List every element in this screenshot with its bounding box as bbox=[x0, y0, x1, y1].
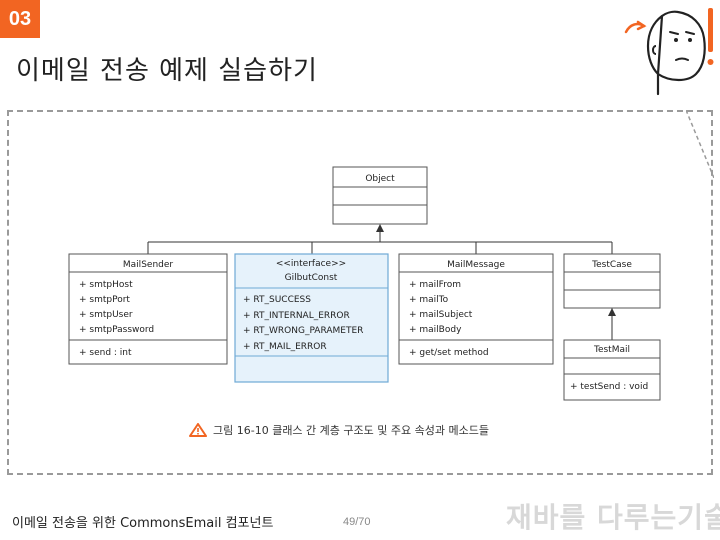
class-name-test-case: TestCase bbox=[591, 260, 632, 270]
constant-rt-mail-error: + RT_MAIL_ERROR bbox=[243, 342, 327, 352]
class-name-mail-message: MailMessage bbox=[447, 260, 505, 270]
thinking-face-icon bbox=[624, 8, 714, 96]
footer-topic: 이메일 전송을 위한 CommonsEmail 컴포넌트 bbox=[12, 516, 274, 531]
attribute-smtp-user: + smtpUser bbox=[79, 310, 133, 320]
page-number: 49/70 bbox=[343, 516, 371, 528]
method-get-set: + get/set method bbox=[409, 348, 489, 358]
attribute-mail-subject: + mailSubject bbox=[409, 310, 473, 320]
method-send: + send : int bbox=[79, 348, 132, 358]
slide-title: 이메일 전송 예제 실습하기 bbox=[16, 56, 318, 86]
class-name-gilbut-const: GilbutConst bbox=[285, 273, 338, 283]
attribute-smtp-host: + smtpHost bbox=[79, 280, 133, 290]
warning-triangle-icon bbox=[189, 423, 207, 437]
section-badge: 03 bbox=[0, 0, 40, 38]
constant-rt-success: + RT_SUCCESS bbox=[243, 295, 311, 305]
brand-watermark: 재바를 다루는기술 bbox=[506, 501, 720, 534]
interface-stereotype: <<interface>> bbox=[276, 259, 346, 269]
class-box-test-case: TestCase bbox=[563, 253, 661, 309]
page-corner-fold bbox=[686, 110, 714, 178]
class-name-mail-sender: MailSender bbox=[123, 260, 173, 270]
attribute-smtp-password: + smtpPassword bbox=[79, 325, 154, 335]
figure-caption-text: 그림 16-10 클래스 간 계층 구조도 및 주요 속성과 메소드들 bbox=[213, 424, 489, 437]
inheritance-arrow-object bbox=[376, 224, 384, 232]
attribute-smtp-port: + smtpPort bbox=[79, 295, 130, 305]
attribute-mail-from: + mailFrom bbox=[409, 280, 461, 290]
class-box-gilbut-const: <<interface>> GilbutConst + RT_SUCCESS +… bbox=[234, 253, 389, 383]
class-name-test-mail: TestMail bbox=[593, 345, 630, 355]
attribute-mail-to: + mailTo bbox=[409, 295, 449, 305]
figure-caption: 그림 16-10 클래스 간 계층 구조도 및 주요 속성과 메소드들 bbox=[189, 422, 489, 438]
constant-rt-wrong-parameter: + RT_WRONG_PARAMETER bbox=[243, 326, 363, 336]
class-box-mail-message: MailMessage + mailFrom + mailTo + mailSu… bbox=[398, 253, 554, 365]
attribute-mail-body: + mailBody bbox=[409, 325, 462, 335]
class-box-mail-sender: MailSender + smtpHost + smtpPort + smtpU… bbox=[68, 253, 228, 365]
class-box-object: Object bbox=[332, 166, 428, 225]
class-box-test-mail: TestMail + testSend : void bbox=[563, 339, 661, 401]
method-test-send: + testSend : void bbox=[570, 382, 648, 392]
class-name-object: Object bbox=[365, 174, 395, 184]
constant-rt-internal-error: + RT_INTERNAL_ERROR bbox=[243, 311, 350, 321]
inheritance-arrow-testcase bbox=[608, 308, 616, 316]
